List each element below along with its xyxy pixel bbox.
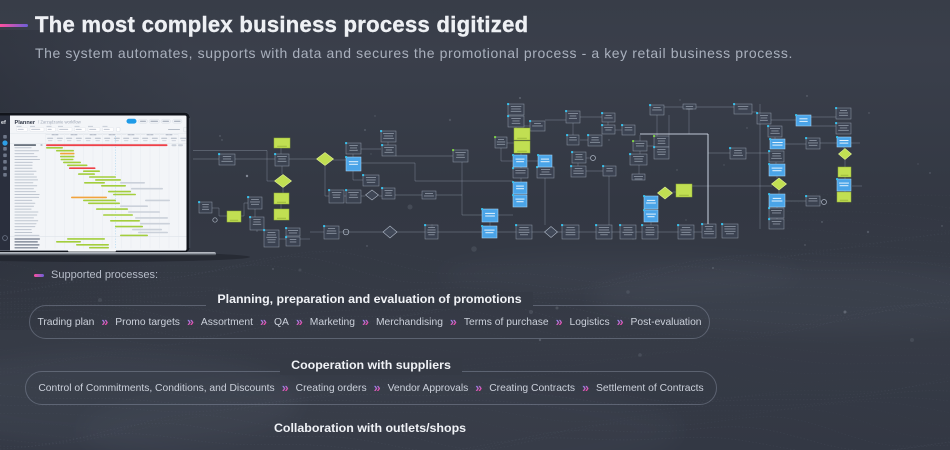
svg-text:/ Zarządzanie workflow: / Zarządzanie workflow [38, 120, 82, 125]
svg-text:ef: ef [1, 120, 6, 126]
svg-text:Planner: Planner [15, 120, 36, 126]
